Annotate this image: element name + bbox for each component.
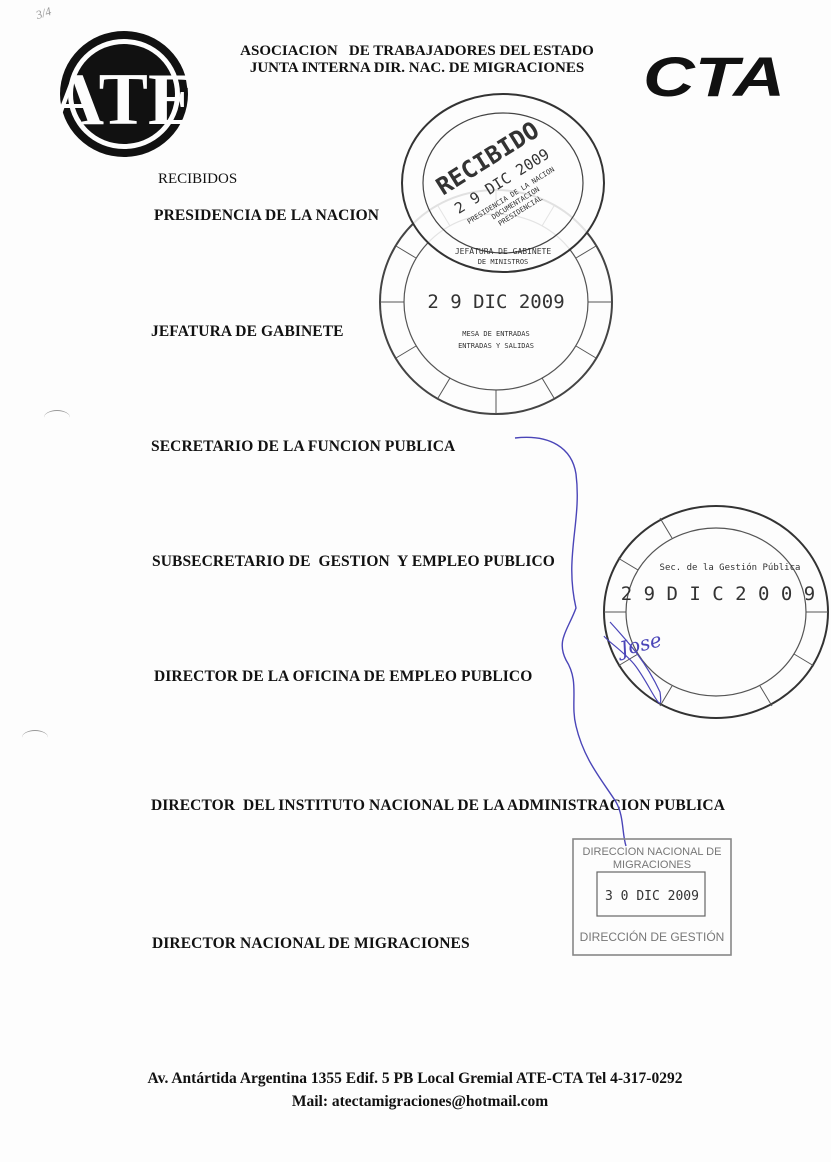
cta-logo: CTA (640, 45, 788, 108)
stamp-presidencia: RECIBIDO 2 9 DIC 2009 PRESIDENCIA DE LA … (400, 92, 606, 274)
margin-scribble: 3/4 (34, 3, 53, 23)
recipient-director-instituto: DIRECTOR DEL INSTITUTO NACIONAL DE LA AD… (151, 797, 725, 814)
recipient-presidencia: PRESIDENCIA DE LA NACION (154, 207, 380, 224)
received-label: RECIBIDOS (158, 171, 238, 187)
recipient-jefatura: JEFATURA DE GABINETE (151, 323, 344, 340)
recipient-director-oficina: DIRECTOR DE LA OFICINA DE EMPLEO PUBLICO (154, 668, 533, 685)
header-line-2: JUNTA INTERNA DIR. NAC. DE MIGRACIONES (249, 60, 585, 76)
stamp-jefatura-date: 2 9 DIC 2009 (427, 291, 564, 313)
recipient-subsecretario: SUBSECRETARIO DE GESTION Y EMPLEO PUBLIC… (152, 553, 555, 570)
stamp-migraciones: DIRECCION NACIONAL DE MIGRACIONES 3 0 DI… (572, 838, 732, 956)
stamp-gestion-publica: Sec. de la Gestión Pública 2 9 D I C 2 0… (598, 502, 830, 722)
stamp-presidencia-line4: JEFATURA DE GABINETE (455, 247, 552, 256)
ate-logo: ATE (51, 28, 197, 160)
ate-logo-text: ATE (57, 59, 192, 141)
signature-initials-text: Jose (614, 627, 665, 661)
stamp-gestion-date: 2 9 D I C 2 0 0 9 (621, 583, 815, 605)
punch-hole-mark-bottom (22, 730, 48, 745)
footer-mail: Mail: atectamigraciones@hotmail.com (291, 1093, 549, 1110)
stamp-migraciones-date: 3 0 DIC 2009 (605, 889, 699, 904)
header-line-1: ASOCIACION DE TRABAJADORES DEL ESTADO (240, 43, 594, 59)
stamp-migraciones-line3: DIRECCIÓN DE GESTIÓN (580, 929, 725, 944)
signature-initials: Jose (510, 430, 740, 850)
footer-address: Av. Antártida Argentina 1355 Edif. 5 PB … (147, 1070, 683, 1087)
stamp-gestion-org: Sec. de la Gestión Pública (660, 562, 801, 573)
cta-logo-text: CTA (643, 52, 785, 100)
stamp-jefatura-line2: ENTRADAS Y SALIDAS (458, 342, 534, 350)
recipient-director-migraciones: DIRECTOR NACIONAL DE MIGRACIONES (152, 935, 470, 952)
stamp-presidencia-line5: DE MINISTROS (478, 258, 529, 266)
header-title: ASOCIACION DE TRABAJADORES DEL ESTADO JU… (222, 43, 612, 77)
stamp-jefatura-line1: MESA DE ENTRADAS (462, 330, 529, 338)
recipient-secretario: SECRETARIO DE LA FUNCION PUBLICA (151, 438, 456, 455)
punch-hole-mark-top (44, 410, 70, 425)
stamp-migraciones-line1: DIRECCION NACIONAL DE (583, 846, 722, 858)
stamp-migraciones-line2: MIGRACIONES (613, 859, 691, 871)
